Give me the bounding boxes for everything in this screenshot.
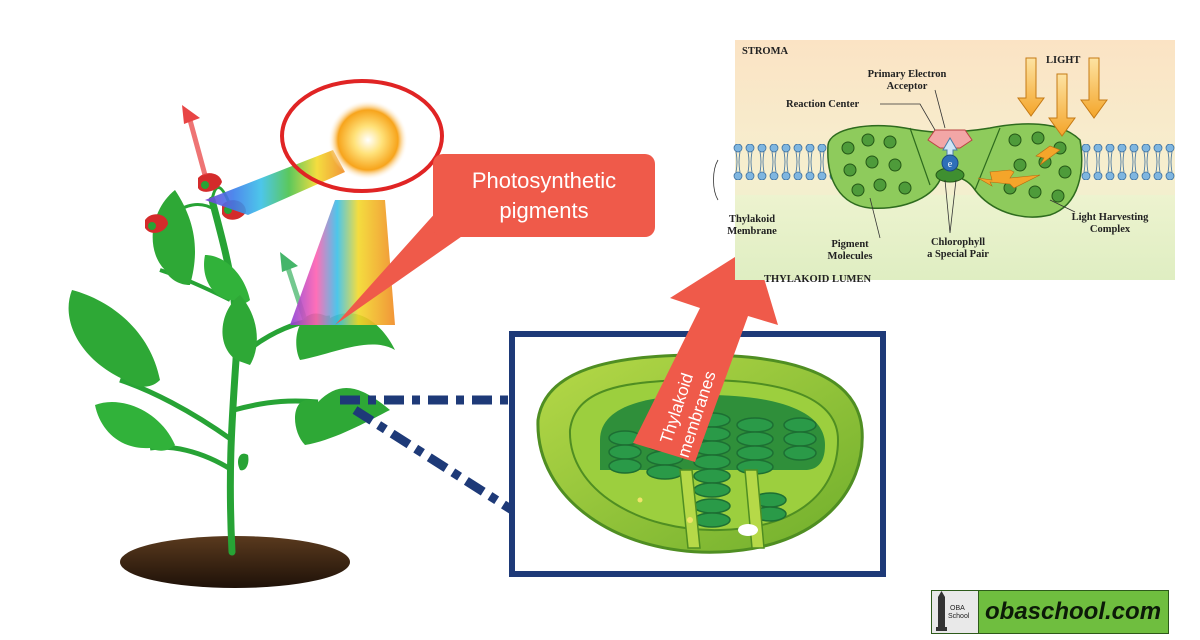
light-beam — [290, 200, 395, 325]
pigment-molecules-label-1: Pigment — [831, 239, 869, 250]
plant-illustration — [68, 105, 395, 588]
pigment-molecules-label-2: Molecules — [828, 251, 873, 262]
callout-box — [433, 154, 655, 237]
light-arrow — [1048, 73, 1076, 137]
leaf — [152, 190, 195, 285]
electron-label: e — [948, 159, 953, 170]
primary-acceptor-label-2: Acceptor — [887, 81, 928, 92]
light-harvesting-label-2: Complex — [1090, 224, 1131, 235]
leaf — [237, 453, 249, 471]
lumen-label: THYLAKOID LUMEN — [764, 274, 871, 285]
sunlight — [205, 79, 444, 325]
tower-icon — [936, 591, 947, 631]
reaction-center-label: Reaction Center — [786, 99, 860, 110]
logo-line-2: School — [948, 613, 970, 620]
stroma-label: STROMA — [742, 46, 789, 57]
callout-line-1: Photosynthetic — [472, 168, 616, 193]
light-arrows — [1017, 57, 1108, 137]
red-light-arrow — [182, 105, 208, 176]
thylakoid-arrow-shape — [633, 245, 778, 462]
light-arrow — [1017, 57, 1045, 117]
callout-pointer — [335, 210, 468, 325]
light-label: LIGHT — [1046, 55, 1080, 66]
pigments-callout: Photosynthetic pigments — [335, 154, 655, 325]
energy-transfer-arrows — [977, 145, 1061, 189]
school-logo-icon: OBA School — [932, 591, 979, 633]
leaf — [95, 401, 175, 451]
zoom-dashes — [340, 395, 515, 514]
chlorophyll-label-2: a Special Pair — [927, 249, 989, 260]
flower — [198, 173, 222, 192]
primary-acceptor-label-1: Primary Electron — [868, 69, 947, 80]
soil-mound — [120, 536, 350, 588]
electron-icon — [941, 154, 959, 172]
leaf — [204, 255, 250, 304]
sun-highlight-circle — [280, 79, 444, 193]
chlorophyll-label-1: Chlorophyll — [931, 237, 985, 248]
thylakoid-stacks — [608, 412, 817, 528]
brand-badge: OBA School obaschool.com — [931, 590, 1169, 634]
sun-icon — [328, 100, 408, 180]
photosystem-diagram: e STROMA LIGHT Primary Electron Acceptor… — [713, 40, 1175, 285]
callout-line-2: pigments — [499, 198, 588, 223]
thylakoid-membrane-label-1: Thylakoid — [729, 214, 775, 225]
plant-stem — [208, 196, 241, 556]
light-harvesting-label-1: Light Harvesting — [1072, 212, 1149, 223]
brand-text: obaschool.com — [985, 598, 1162, 625]
light-arrow — [1080, 57, 1108, 119]
leaf — [295, 388, 390, 445]
light-beam — [205, 150, 345, 215]
thylakoid-membrane-label-2: Membrane — [727, 226, 777, 237]
leaf — [222, 295, 257, 365]
pigment-molecules — [841, 131, 1072, 203]
leaf — [68, 290, 160, 387]
logo-line-1: OBA — [950, 605, 965, 612]
